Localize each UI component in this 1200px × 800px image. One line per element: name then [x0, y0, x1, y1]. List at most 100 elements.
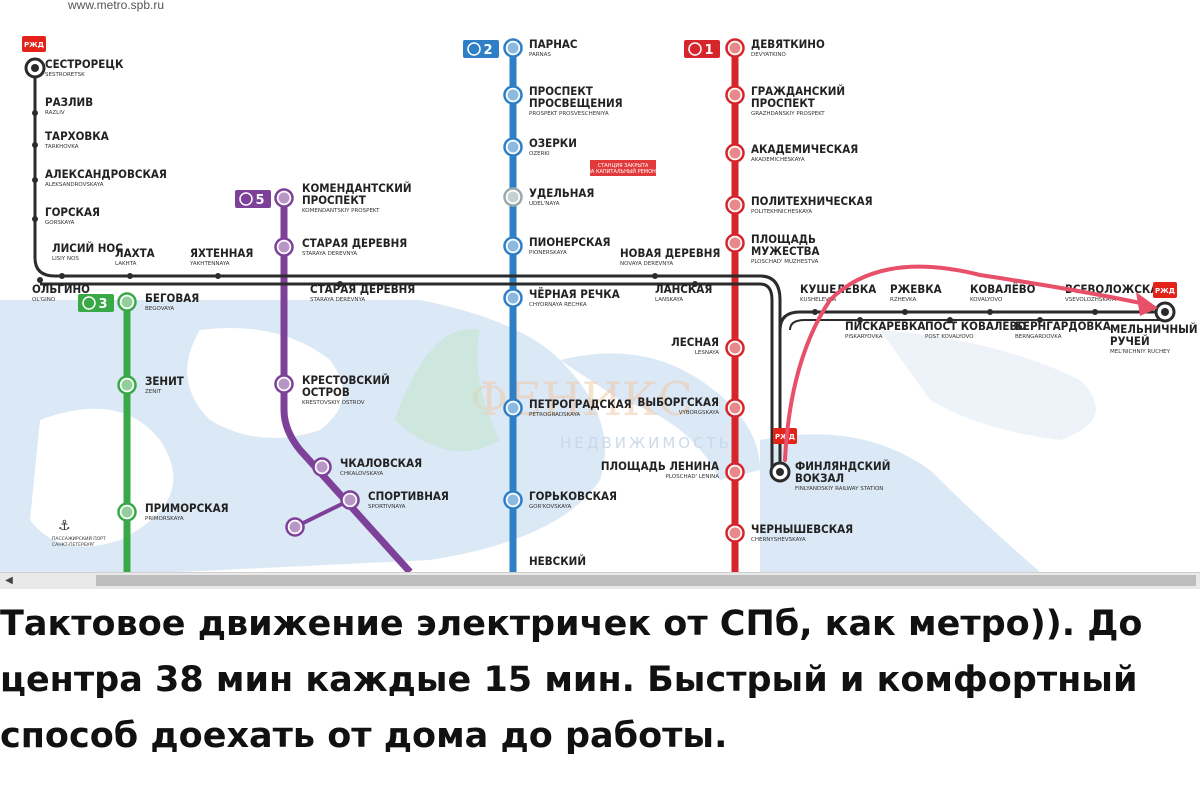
rail-station-dot [32, 216, 38, 222]
rail-line-east [778, 310, 1160, 331]
rail-station-label: ЛАНСКАЯ [655, 282, 712, 296]
rail-station-label: ПОСТ КОВАЛЁВО [925, 318, 1026, 333]
rail-station-label: МЕЛЬНИЧНЫЙ [1110, 321, 1198, 336]
station-line5-latin: CHKALOVSKAYA [340, 471, 383, 477]
station-line1-latin: GRAZHDANSKIY PROSPEKT [751, 111, 825, 117]
rail-station-dot [902, 309, 908, 315]
rail-station-label: КОВАЛЁВО [970, 281, 1036, 296]
watermark-logo-icon [395, 329, 500, 452]
station-line2-fill [507, 42, 519, 54]
rail-station-latin: SESTRORETSK [45, 72, 85, 78]
rail-station-latin: OL'GINO [32, 297, 56, 303]
rail-station-latin: LISIY NOS [52, 256, 79, 262]
station-line5-latin: KRESTOVSKIY OSTROV [302, 400, 365, 406]
station-line1-label: ПРОСПЕКТ [751, 96, 815, 110]
line-2-badge-label: 2 [483, 43, 492, 58]
rail-station-latin: VSEVOLOZHSKAYA [1065, 297, 1116, 303]
rail-station-label: РАЗЛИВ [45, 95, 93, 109]
rail-station-label: АЛЕКСАНДРОВСКАЯ [45, 167, 167, 181]
scroll-left-arrow-icon[interactable]: ◀ [5, 575, 13, 586]
island-shape [187, 328, 343, 438]
rail-station-dot [692, 281, 698, 287]
station-line2-fill [507, 191, 519, 203]
route-arrow [783, 264, 1152, 462]
station-line1-fill [729, 342, 741, 354]
station-line5-label: ПРОСПЕКТ [302, 193, 366, 207]
line-2-badge [463, 40, 499, 58]
station-line5-latin: STARAYA DEREVNYA [302, 251, 357, 257]
rail-station-label: НОВАЯ ДЕРЕВНЯ [620, 246, 720, 260]
station-line1-fill [729, 199, 741, 211]
horizontal-scrollbar[interactable]: ◀ [0, 572, 1200, 589]
rail-station-latin: MEL'NICHNIY RUCHEY [1110, 349, 1171, 355]
station-line1-label: ПЛОЩАДЬ ЛЕНИНА [601, 459, 719, 473]
rail-station-latin: BERNGARDOVKA [1015, 334, 1062, 340]
rail-station-label: КУШЕЛЕВКА [800, 282, 876, 296]
rzd-logo-text: РЖД [1155, 287, 1175, 295]
rail-station-latin: RAZLIV [45, 110, 65, 116]
station-line5-label: КРЕСТОВСКИЙ [302, 372, 390, 387]
rail-station-label: ПИСКАРЁВКА [845, 318, 925, 333]
station-line2-label: ПИОНЕРСКАЯ [529, 235, 610, 249]
station-line1-latin: VYBORGSKAYA [679, 410, 719, 416]
source-url: www.metro.spb.ru [68, 0, 165, 12]
station-line2-label: ПАРНАС [529, 37, 578, 51]
station-line2-latin: PROSPEKT PROSVESCHENIYA [529, 111, 609, 117]
line-5-branch [294, 498, 351, 529]
station-line2-fill [507, 402, 519, 414]
map-canvas: ФЕНИКСНЕДВИЖИМОСТЬПАРНАСPARNASПРОСПЕКТПР… [0, 36, 1198, 572]
metro-logo-icon [82, 296, 96, 310]
rail-station-latin: YAKHTENNAYA [189, 261, 230, 267]
station-line1-label: МУЖЕСТВА [751, 244, 820, 258]
metro-logo-icon [688, 42, 702, 56]
rail-station-label: ГОРСКАЯ [45, 205, 100, 219]
rail-station-latin: RZHEVKA [890, 297, 916, 303]
rail-station-dot [32, 177, 38, 183]
station-line3-fill [121, 379, 133, 391]
station-line5-label: ЧКАЛОВСКАЯ [340, 456, 422, 470]
rail-station-latin: GORSKAYA [45, 220, 75, 226]
station-line1-label: АКАДЕМИЧЕСКАЯ [751, 142, 858, 156]
rail-station-dot [32, 142, 38, 148]
rzd-logo-icon [1153, 282, 1177, 298]
rail-station-dot [1092, 309, 1098, 315]
station-line3-label: ПРИМОРСКАЯ [145, 501, 229, 515]
rail-station-label: ТАРХОВКА [45, 129, 109, 143]
rail-station-dot [652, 273, 658, 279]
station-line1-label: ВЫБОРГСКАЯ [638, 395, 720, 409]
closure-notice-text: НА КАПИТАЛЬНЫЙ РЕМОНТ [587, 168, 660, 175]
station-line1-fill [729, 42, 741, 54]
station-line5-latin: SPORTIVNAYA [368, 504, 406, 510]
station-line2-label: ПРОСПЕКТ [529, 84, 593, 98]
rail-station-dot [857, 317, 863, 323]
station-line5-label: СПОРТИВНАЯ [368, 489, 449, 503]
station-line2-label: ЧЁРНАЯ РЕЧКА [529, 286, 620, 301]
anchor-icon: ⚓ [58, 518, 71, 534]
port-label: САНКТ-ПЕТЕРБУРГ [52, 542, 95, 548]
rail-station-dot [812, 309, 818, 315]
rail-station-latin: LANSKAYA [655, 297, 683, 303]
rail-station-label: РУЧЕЙ [1110, 333, 1150, 348]
terminal-station-dot [31, 64, 39, 72]
station-line5-fill [278, 192, 290, 204]
rail-station-label: СЕСТРОРЕЦК [45, 57, 124, 71]
station-line3-label: ЗЕНИТ [145, 374, 184, 388]
rzd-logo-text: РЖД [24, 41, 44, 49]
rail-station-label: ЛИСИЙ НОС [52, 240, 123, 255]
rail-line-east-2 [789, 319, 1160, 331]
station-line2-latin: OZERKI [529, 151, 550, 157]
line-1-badge-label: 1 [704, 43, 713, 58]
station-line2-fill [507, 240, 519, 252]
station-line3-latin: PRIMORSKAYA [145, 516, 184, 522]
station-line1-label: ПЛОЩАДЬ [751, 232, 816, 246]
rail-station-dot [1037, 317, 1043, 323]
rail-station-label: РЖЕВКА [890, 282, 942, 296]
rail-station-label: ВОКЗАЛ [795, 471, 844, 485]
station-line5-fill [344, 494, 356, 506]
scrollbar-thumb[interactable] [96, 575, 1196, 586]
rail-station-latin: KOVALYOVO [970, 297, 1003, 303]
rail-station-latin: LAKHTA [115, 261, 137, 267]
station-line5-fill [289, 521, 301, 533]
station-line3-fill [121, 506, 133, 518]
rail-station-label: ОЛЬГИНО [32, 282, 90, 296]
